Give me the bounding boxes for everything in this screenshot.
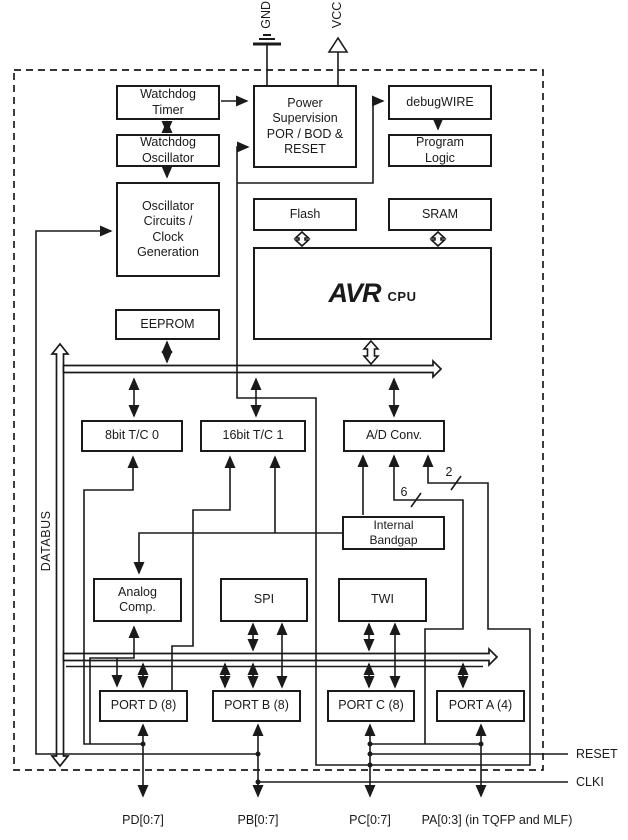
vcc-symbol bbox=[327, 36, 349, 85]
wire-t0 bbox=[83, 455, 143, 745]
cpu-label: CPU bbox=[387, 288, 417, 304]
wire-bandgap-analogcomp bbox=[133, 532, 342, 575]
junction-dots bbox=[140, 741, 484, 785]
reset-signal-label: RESET bbox=[576, 747, 618, 761]
flash-cpu-connector bbox=[293, 230, 311, 248]
gnd-pin-label: GND bbox=[259, 0, 274, 29]
avr-logo: AVR bbox=[328, 278, 382, 309]
block-spi: SPI bbox=[220, 578, 308, 622]
pin-label-pd: PD[0:7] bbox=[122, 813, 164, 827]
block-power-supervision: Power Supervision POR / BOD & RESET bbox=[253, 85, 357, 168]
chip-boundary bbox=[13, 69, 544, 771]
hollow-connectors bbox=[293, 230, 447, 366]
block-port-d: PORT D (8) bbox=[99, 690, 188, 722]
block-port-c: PORT C (8) bbox=[327, 690, 415, 722]
databus-horizontal-bus-2 bbox=[62, 646, 499, 668]
pin-label-pa: PA[0:3] (in TQFP and MLF) bbox=[421, 813, 573, 827]
block-twi: TWI bbox=[338, 578, 427, 622]
slash-2 bbox=[450, 475, 462, 491]
gnd-symbol bbox=[253, 34, 281, 85]
block-16bit-tc1: 16bit T/C 1 bbox=[200, 420, 306, 452]
databus-vertical-bus bbox=[50, 342, 70, 768]
block-analog-comparator: Analog Comp. bbox=[93, 578, 182, 622]
adc-channel-count-2: 2 bbox=[445, 465, 453, 479]
block-program-logic: Program Logic bbox=[388, 134, 492, 167]
databus-horizontal-bus-1 bbox=[62, 358, 443, 380]
block-watchdog-timer: Watchdog Timer bbox=[116, 85, 220, 120]
block-port-b: PORT B (8) bbox=[212, 690, 301, 722]
wire-t1-a bbox=[171, 455, 236, 690]
wire-adc2 bbox=[370, 454, 531, 766]
block-cpu: AVR CPU bbox=[253, 247, 492, 340]
wire-reset-to-debugwire bbox=[237, 95, 385, 184]
block-oscillator-circuits: Oscillator Circuits / Clock Generation bbox=[116, 182, 220, 277]
wire-ain-to-analogcomp bbox=[89, 625, 140, 744]
wire-adc6 bbox=[388, 454, 464, 744]
block-watchdog-oscillator: Watchdog Oscillator bbox=[116, 134, 220, 167]
adc-channel-count-6: 6 bbox=[400, 485, 408, 499]
block-internal-bandgap: Internal Bandgap bbox=[342, 516, 445, 550]
pin-label-pc: PC[0:7] bbox=[349, 813, 391, 827]
block-sram: SRAM bbox=[388, 198, 492, 231]
block-flash: Flash bbox=[253, 198, 357, 231]
vcc-pin-label: VCC bbox=[330, 1, 345, 29]
block-8bit-tc0: 8bit T/C 0 bbox=[81, 420, 183, 452]
block-ad-converter: A/D Conv. bbox=[343, 420, 445, 452]
block-debugwire: debugWIRE bbox=[388, 85, 492, 120]
databus-label: DATABUS bbox=[39, 510, 54, 572]
wire-reset-to-power bbox=[236, 141, 370, 766]
clki-signal-label: CLKI bbox=[576, 775, 604, 789]
cpu-bus-connector bbox=[362, 339, 380, 366]
pin-label-pb: PB[0:7] bbox=[237, 813, 279, 827]
block-port-a: PORT A (4) bbox=[436, 690, 525, 722]
sram-cpu-connector bbox=[429, 230, 447, 248]
slash-6 bbox=[410, 492, 422, 508]
block-eeprom: EEPROM bbox=[115, 309, 220, 340]
